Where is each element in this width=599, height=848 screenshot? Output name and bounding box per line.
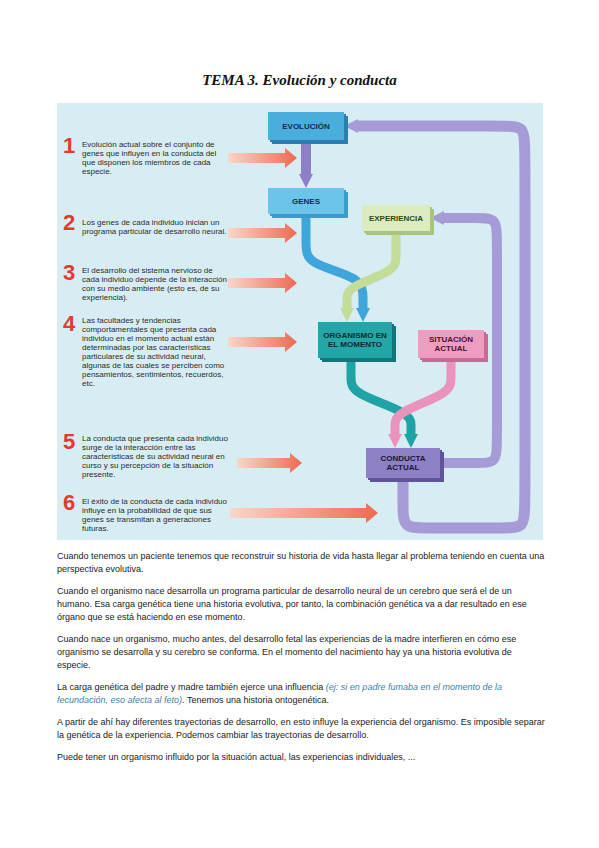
box-label: EXPERIENCIA — [369, 214, 423, 223]
pointer-arrow — [230, 503, 378, 523]
diagram-panel — [57, 103, 543, 540]
box-label: SITUACIÓN ACTUAL — [420, 335, 482, 353]
box-label: GENES — [292, 197, 320, 206]
callout-text: La conducta que presenta cada individuo … — [82, 434, 230, 479]
page-title: TEMA 3. Evolución y conducta — [0, 72, 599, 89]
pointer-arrow — [228, 332, 297, 352]
callout-text: El desarrollo del sistema nervioso de ca… — [82, 266, 230, 302]
callout-text: El éxito de la conducta de cada individu… — [82, 497, 230, 533]
callout-number: 3 — [63, 262, 75, 284]
flow-connector — [351, 358, 411, 434]
callout-number: 4 — [63, 313, 75, 335]
callout-text: Evolución actual sobre el conjunto de ge… — [82, 140, 230, 176]
body-text: A partir de ahí hay diferentes trayector… — [57, 717, 545, 740]
pointer-arrow — [228, 223, 297, 243]
paragraph: Cuando el organismo nace desarrolla un p… — [57, 585, 545, 624]
box-label: ORGANISMO EN EL MOMENTO — [320, 331, 390, 349]
paragraph: Cuando tenemos un paciente tenemos que r… — [57, 550, 545, 576]
body-text: La carga genética del padre y madre tamb… — [57, 682, 323, 692]
callout-number: 5 — [63, 431, 75, 453]
body-text: Cuando tenemos un paciente tenemos que r… — [57, 551, 544, 574]
paragraph: Puede tener un organismo influido por la… — [57, 751, 545, 764]
body-text-block: Cuando tenemos un paciente tenemos que r… — [57, 550, 545, 773]
concept-box: GENES — [268, 188, 344, 214]
pointer-arrow — [228, 148, 297, 168]
box-label: CONDUCTA ACTUAL — [368, 454, 438, 472]
paragraph: A partir de ahí hay diferentes trayector… — [57, 716, 545, 742]
flow-connector — [347, 231, 396, 308]
callout-text: Las facultades y tendencias comportament… — [82, 316, 230, 388]
concept-box: ORGANISMO EN EL MOMENTO — [318, 322, 392, 358]
paragraph: La carga genética del padre y madre tamb… — [57, 681, 545, 707]
flow-connector — [301, 140, 311, 174]
callout-text: Los genes de cada individuo inician un p… — [82, 218, 230, 236]
body-text: . Tenemos una historia ontogenética. — [182, 695, 329, 705]
box-label: EVOLUCIÓN — [282, 122, 330, 131]
concept-box: CONDUCTA ACTUAL — [366, 448, 440, 478]
body-text: Cuando nace un organismo, mucho antes, d… — [57, 634, 516, 670]
concept-box: EVOLUCIÓN — [268, 112, 344, 140]
pointer-arrow — [228, 273, 297, 293]
callout-number: 1 — [63, 135, 75, 157]
body-text: Puede tener un organismo influido por la… — [57, 752, 415, 762]
pointer-arrow — [237, 453, 302, 473]
flow-connector — [395, 358, 451, 434]
body-text: Cuando el organismo nace desarrolla un p… — [57, 586, 527, 622]
concept-box: EXPERIENCIA — [362, 205, 430, 231]
callout-number: 2 — [63, 212, 75, 234]
flow-connector — [306, 214, 363, 308]
callout-number: 6 — [63, 492, 75, 514]
paragraph: Cuando nace un organismo, mucho antes, d… — [57, 633, 545, 672]
concept-box: SITUACIÓN ACTUAL — [418, 330, 484, 358]
